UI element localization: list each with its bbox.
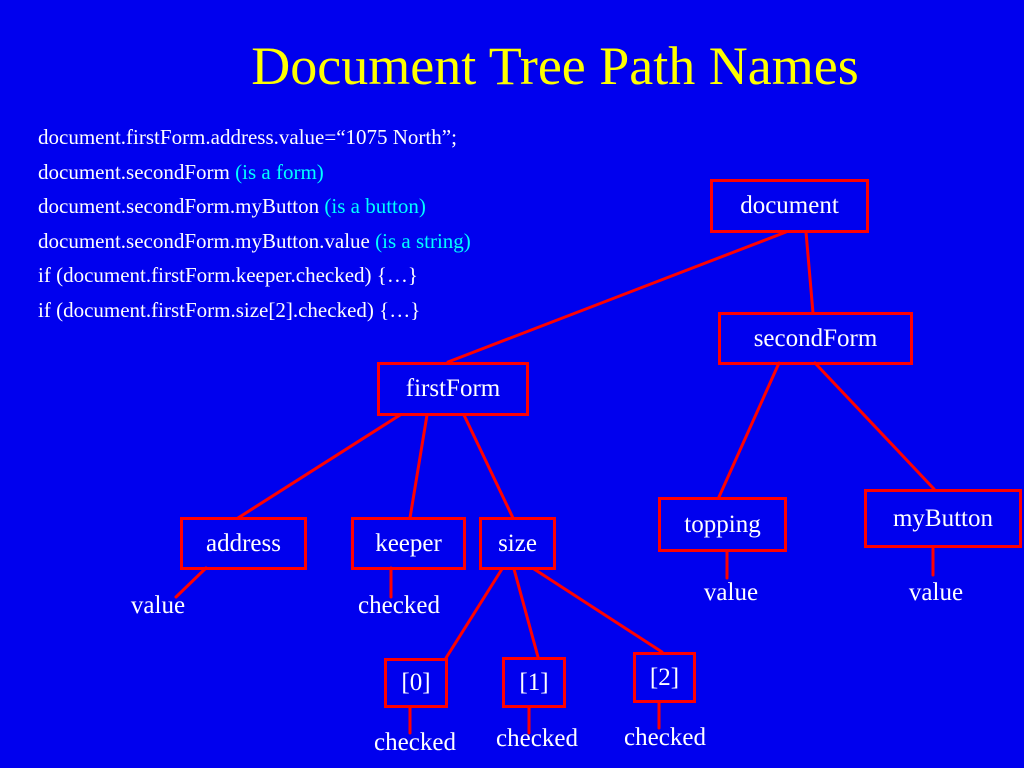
leaf-address-value: value	[130, 592, 186, 619]
edge-address-value	[174, 566, 208, 599]
code-note: (is a string)	[375, 228, 471, 253]
node-document: document	[710, 179, 869, 233]
node-size: size	[479, 517, 556, 570]
node-size-2: [2]	[633, 652, 696, 703]
node-keeper: keeper	[351, 517, 466, 570]
edge-firstform-keeper	[408, 413, 429, 520]
code-line: document.secondForm (is a form)	[38, 155, 471, 190]
code-text: document.secondForm	[38, 159, 236, 184]
node-size-0: [0]	[384, 658, 448, 708]
edge-secondform-mybutton	[813, 361, 936, 491]
leaf-size0-checked: checked	[374, 729, 456, 756]
code-text: if (document.firstForm.size[2].checked) …	[38, 297, 421, 322]
node-address: address	[180, 517, 307, 570]
leaf-keeper-checked: checked	[358, 592, 440, 619]
code-line: document.secondForm.myButton (is a butto…	[38, 189, 471, 224]
node-secondform: secondForm	[718, 312, 913, 365]
node-size-1: [1]	[502, 657, 566, 708]
code-line: document.firstForm.address.value=“1075 N…	[38, 120, 471, 155]
leaf-mybutton-value: value	[908, 579, 964, 606]
edge-size-size1	[512, 567, 540, 659]
slide-title: Document Tree Path Names	[251, 36, 859, 96]
leaf-size1-checked: checked	[496, 725, 578, 752]
edge-size-size2	[532, 567, 664, 654]
leaf-topping-value: value	[703, 579, 759, 606]
code-text: document.firstForm.address.value=“1075 N…	[38, 125, 457, 149]
edge-document-secondform	[804, 230, 815, 315]
edge-size-size0	[444, 567, 504, 660]
edge-document-firstform	[446, 230, 788, 364]
code-line: if (document.firstForm.keeper.checked) {…	[38, 258, 471, 293]
edge-firstform-size	[462, 413, 515, 520]
edge-secondform-topping	[717, 361, 781, 499]
code-note: (is a form)	[235, 159, 324, 184]
node-firstform: firstForm	[377, 362, 529, 416]
code-examples: document.firstForm.address.value=“1075 N…	[38, 120, 471, 327]
code-text: if (document.firstForm.keeper.checked) {…	[38, 263, 418, 287]
node-topping: topping	[658, 497, 787, 552]
code-text: document.secondForm.myButton	[38, 194, 325, 218]
code-line: if (document.firstForm.size[2].checked) …	[38, 293, 471, 328]
edge-firstform-address	[236, 413, 402, 520]
code-text: document.secondForm.myButton.value	[38, 228, 376, 253]
leaf-size2-checked: checked	[624, 724, 706, 751]
node-mybutton: myButton	[864, 489, 1022, 548]
code-line: document.secondForm.myButton.value (is a…	[38, 224, 471, 259]
code-note: (is a button)	[324, 194, 426, 218]
